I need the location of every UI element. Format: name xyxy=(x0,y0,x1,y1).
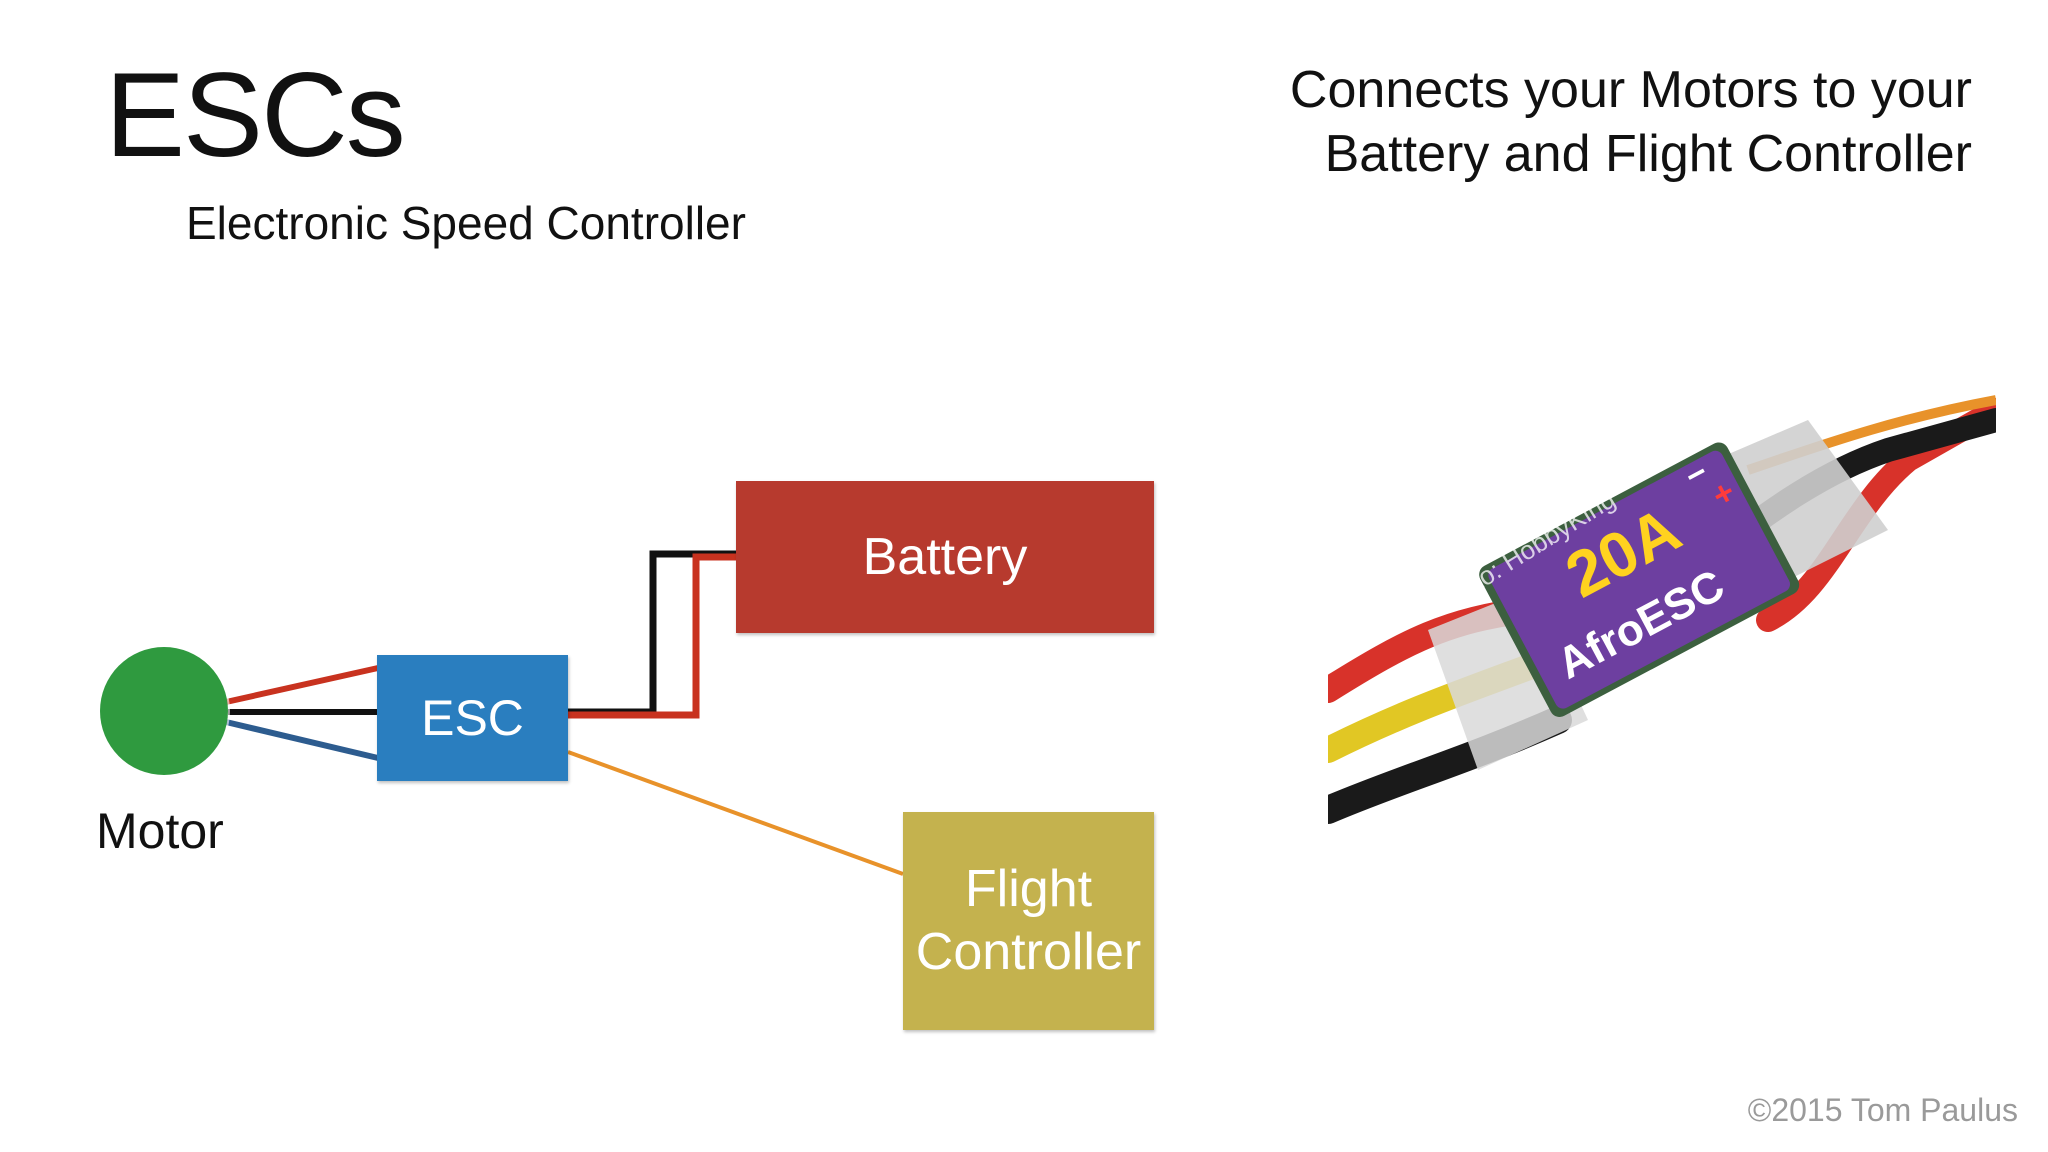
headline-line-1: Connects your Motors to your xyxy=(1289,61,1972,119)
signal-orange-wire xyxy=(567,750,904,876)
esc-photo: 20A AfroESC + − Photo: HobbyKing xyxy=(1328,395,1996,824)
motor-label: Motor xyxy=(96,803,224,859)
fc-label-line-2: Controller xyxy=(915,923,1142,981)
motor-node xyxy=(100,647,228,775)
battery-node: Battery xyxy=(736,481,1154,633)
headline-line-2: Battery and Flight Controller xyxy=(1324,125,1972,183)
battery-black-wire xyxy=(568,550,736,716)
flight-controller-node: Flight Controller xyxy=(903,812,1154,1030)
fc-label-line-1: Flight xyxy=(964,860,1093,918)
slide-headline: Connects your Motors to your Battery and… xyxy=(1072,58,1972,186)
esc-node: ESC xyxy=(377,655,568,781)
battery-label: Battery xyxy=(862,528,1028,586)
photo-esc-label xyxy=(1488,450,1790,709)
motor-red-wire xyxy=(225,665,379,705)
motor-blue-wire xyxy=(225,719,379,761)
slide-title: ESCs xyxy=(105,48,406,182)
battery-red-wire xyxy=(568,553,736,719)
slide-subtitle: Electronic Speed Controller xyxy=(186,197,746,249)
copyright-notice: ©2015 Tom Paulus xyxy=(1747,1092,2018,1128)
esc-label: ESC xyxy=(421,690,524,746)
